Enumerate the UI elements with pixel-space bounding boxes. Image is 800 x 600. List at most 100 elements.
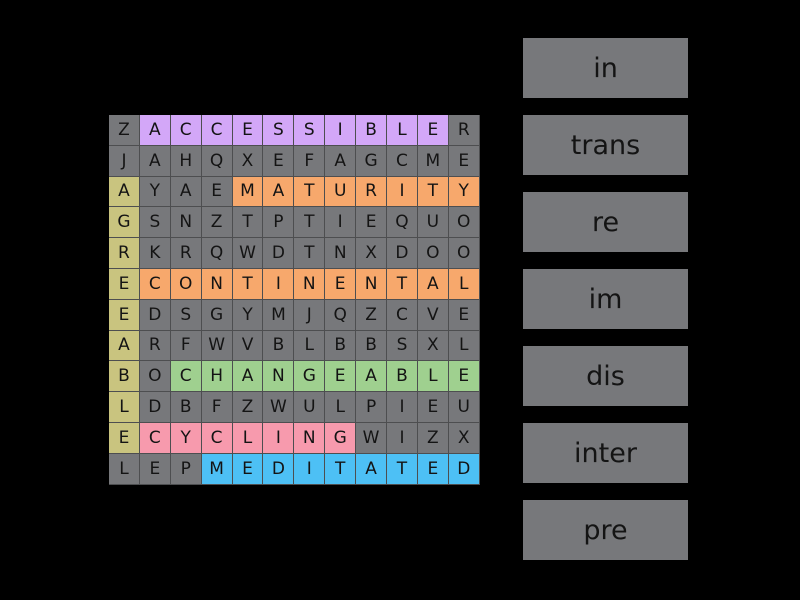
grid-cell[interactable]: I xyxy=(263,422,295,454)
grid-cell[interactable]: G xyxy=(201,299,233,331)
grid-cell[interactable]: I xyxy=(294,453,326,485)
word-button-trans[interactable]: trans xyxy=(523,115,688,175)
grid-cell[interactable]: B xyxy=(356,330,388,362)
grid-cell[interactable]: A xyxy=(109,330,140,362)
grid-cell[interactable]: P xyxy=(263,207,295,239)
grid-cell[interactable]: S xyxy=(263,115,295,146)
grid-cell[interactable]: E xyxy=(325,268,357,300)
grid-cell[interactable]: F xyxy=(201,392,233,423)
grid-cell[interactable]: O xyxy=(139,361,171,393)
grid-cell[interactable]: D xyxy=(448,453,480,485)
grid-cell[interactable]: R xyxy=(109,238,140,269)
grid-cell[interactable]: E xyxy=(417,115,449,146)
grid-cell[interactable]: V xyxy=(417,299,449,331)
grid-cell[interactable]: S xyxy=(139,207,171,239)
grid-cell[interactable]: E xyxy=(448,299,480,331)
grid-cell[interactable]: C xyxy=(139,422,171,454)
grid-cell[interactable]: A xyxy=(417,268,449,300)
grid-cell[interactable]: X xyxy=(448,422,480,454)
grid-cell[interactable]: M xyxy=(417,145,449,177)
grid-cell[interactable]: Z xyxy=(356,299,388,331)
grid-cell[interactable]: N xyxy=(356,268,388,300)
grid-cell[interactable]: R xyxy=(170,238,202,269)
grid-cell[interactable]: B xyxy=(263,330,295,362)
grid-cell[interactable]: I xyxy=(387,176,418,208)
grid-cell[interactable]: F xyxy=(294,145,326,177)
grid-cell[interactable]: A xyxy=(139,115,171,146)
grid-cell[interactable]: R xyxy=(139,330,171,362)
grid-cell[interactable]: X xyxy=(232,145,264,177)
grid-cell[interactable]: Y xyxy=(448,176,480,208)
grid-cell[interactable]: Z xyxy=(417,422,449,454)
grid-cell[interactable]: T xyxy=(294,238,326,269)
grid-cell[interactable]: A xyxy=(263,176,295,208)
grid-cell[interactable]: P xyxy=(356,392,388,423)
grid-cell[interactable]: C xyxy=(387,145,418,177)
grid-cell[interactable]: C xyxy=(201,422,233,454)
grid-cell[interactable]: G xyxy=(356,145,388,177)
grid-cell[interactable]: W xyxy=(232,238,264,269)
grid-cell[interactable]: A xyxy=(232,361,264,393)
grid-cell[interactable]: O xyxy=(448,207,480,239)
grid-cell[interactable]: O xyxy=(448,238,480,269)
grid-cell[interactable]: Y xyxy=(232,299,264,331)
grid-cell[interactable]: T xyxy=(294,176,326,208)
grid-cell[interactable]: Q xyxy=(387,207,418,239)
grid-cell[interactable]: L xyxy=(109,453,140,485)
grid-cell[interactable]: M xyxy=(232,176,264,208)
grid-cell[interactable]: P xyxy=(170,453,202,485)
grid-cell[interactable]: E xyxy=(448,361,480,393)
grid-cell[interactable]: V xyxy=(232,330,264,362)
grid-cell[interactable]: T xyxy=(232,207,264,239)
grid-cell[interactable]: E xyxy=(325,361,357,393)
grid-cell[interactable]: G xyxy=(325,422,357,454)
grid-cell[interactable]: E xyxy=(263,145,295,177)
grid-cell[interactable]: H xyxy=(201,361,233,393)
grid-cell[interactable]: L xyxy=(448,268,480,300)
grid-cell[interactable]: F xyxy=(170,330,202,362)
grid-cell[interactable]: A xyxy=(356,361,388,393)
grid-cell[interactable]: T xyxy=(387,268,418,300)
grid-cell[interactable]: J xyxy=(294,299,326,331)
grid-cell[interactable]: B xyxy=(387,361,418,393)
grid-cell[interactable]: N xyxy=(201,268,233,300)
grid-cell[interactable]: S xyxy=(170,299,202,331)
grid-cell[interactable]: R xyxy=(356,176,388,208)
grid-cell[interactable]: L xyxy=(448,330,480,362)
grid-cell[interactable]: G xyxy=(109,207,140,239)
grid-cell[interactable]: U xyxy=(448,392,480,423)
grid-cell[interactable]: C xyxy=(170,361,202,393)
grid-cell[interactable]: O xyxy=(170,268,202,300)
grid-cell[interactable]: H xyxy=(170,145,202,177)
grid-cell[interactable]: W xyxy=(263,392,295,423)
grid-cell[interactable]: Q xyxy=(325,299,357,331)
grid-cell[interactable]: N xyxy=(294,268,326,300)
grid-cell[interactable]: C xyxy=(387,299,418,331)
grid-cell[interactable]: L xyxy=(232,422,264,454)
grid-cell[interactable]: A xyxy=(109,176,140,208)
grid-cell[interactable]: Y xyxy=(170,422,202,454)
grid-cell[interactable]: Q xyxy=(201,145,233,177)
grid-cell[interactable]: B xyxy=(325,330,357,362)
word-button-in[interactable]: in xyxy=(523,38,688,98)
grid-cell[interactable]: B xyxy=(356,115,388,146)
word-button-re[interactable]: re xyxy=(523,192,688,252)
grid-cell[interactable]: A xyxy=(170,176,202,208)
grid-cell[interactable]: N xyxy=(294,422,326,454)
grid-cell[interactable]: E xyxy=(109,268,140,300)
grid-cell[interactable]: G xyxy=(294,361,326,393)
grid-cell[interactable]: Z xyxy=(109,115,140,146)
grid-cell[interactable]: E xyxy=(109,299,140,331)
grid-cell[interactable]: E xyxy=(201,176,233,208)
grid-cell[interactable]: E xyxy=(417,453,449,485)
word-button-pre[interactable]: pre xyxy=(523,500,688,560)
grid-cell[interactable]: N xyxy=(325,238,357,269)
grid-cell[interactable]: X xyxy=(356,238,388,269)
grid-cell[interactable]: B xyxy=(109,361,140,393)
grid-cell[interactable]: O xyxy=(417,238,449,269)
grid-cell[interactable]: E xyxy=(356,207,388,239)
grid-cell[interactable]: C xyxy=(201,115,233,146)
word-button-dis[interactable]: dis xyxy=(523,346,688,406)
grid-cell[interactable]: T xyxy=(417,176,449,208)
grid-cell[interactable]: N xyxy=(263,361,295,393)
